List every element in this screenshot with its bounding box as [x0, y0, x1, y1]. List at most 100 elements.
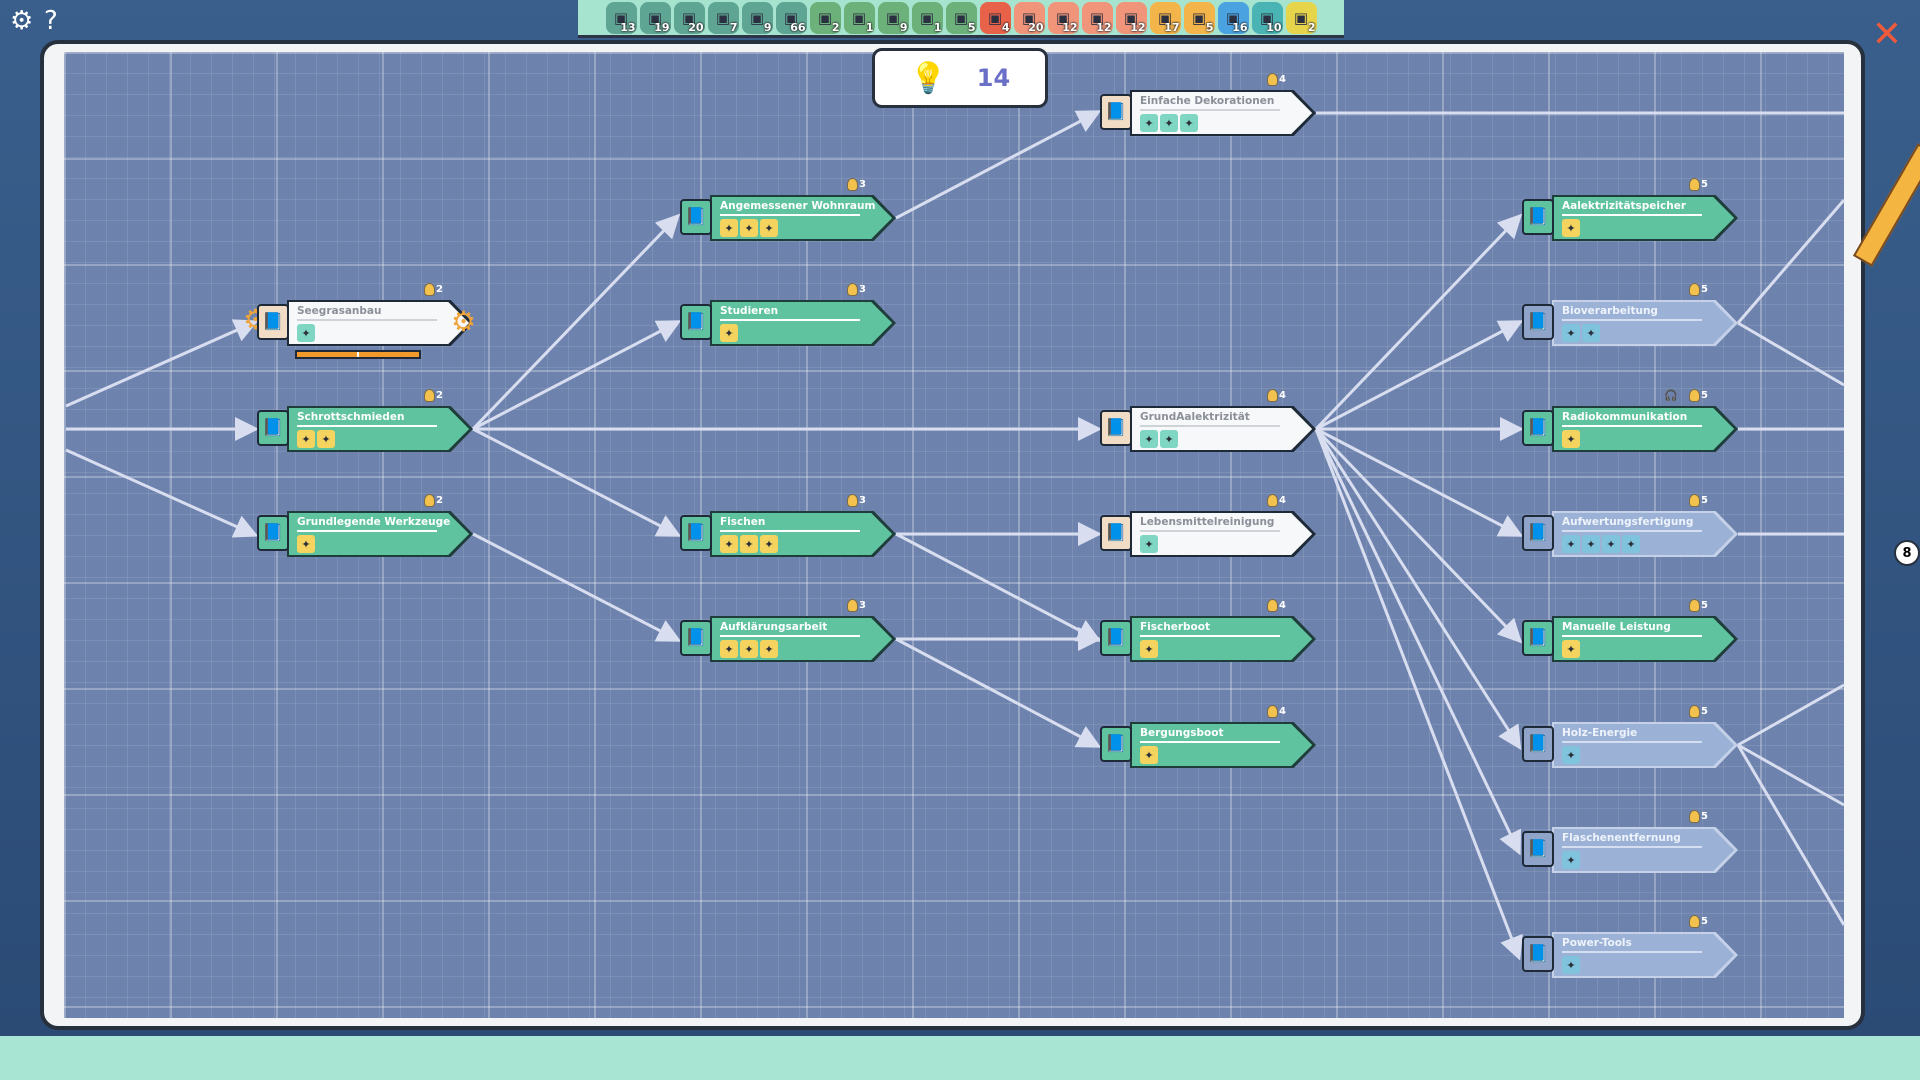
close-icon[interactable]: ✕	[1871, 14, 1902, 55]
tire-icon[interactable]: ▣9	[741, 1, 773, 34]
cost-value: 3	[859, 179, 866, 190]
gear-icon: ⚙	[451, 305, 477, 338]
research-book-icon: 📘	[680, 199, 712, 235]
research-book-icon: 📘	[1522, 515, 1554, 551]
node-body: Bioverarbeitung✦✦	[1552, 300, 1738, 346]
gear-icon[interactable]: ⚙	[10, 6, 34, 36]
research-node-studieren[interactable]: 📘Studieren✦3	[680, 283, 896, 346]
resource-glyph: ▣	[783, 8, 799, 27]
node-title: Bioverarbeitung	[1562, 305, 1658, 317]
resource-count: 12	[1096, 20, 1112, 34]
research-node-aalspeicher[interactable]: 📘Aalektrizitätspeicher✦5	[1522, 178, 1738, 241]
research-node-dekorationen[interactable]: 📘Einfache Dekorationen✦✦✦4	[1100, 73, 1316, 136]
sprayer-icon: ✦	[1602, 535, 1620, 553]
help-icon[interactable]: ?	[44, 6, 58, 36]
research-node-aufwertung[interactable]: 📘Aufwertungsfertigung✦✦✦✦5	[1522, 494, 1738, 557]
generator-icon: ✦	[1140, 430, 1158, 448]
divider	[1562, 425, 1702, 427]
node-body: Grundlegende Werkzeuge✦	[287, 511, 473, 557]
salad-icon[interactable]: ▣17	[1149, 1, 1181, 34]
research-cost: 2	[424, 389, 443, 402]
wood-icon[interactable]: ▣20	[673, 1, 705, 34]
research-node-powertools[interactable]: 📘Power-Tools✦5	[1522, 915, 1738, 978]
lightbulb-icon	[1689, 599, 1701, 612]
research-node-wohnraum[interactable]: 📘Angemessener Wohnraum✦✦✦3	[680, 178, 896, 241]
rope-icon[interactable]: ▣7	[707, 1, 739, 34]
wheat-icon[interactable]: ▣12	[1115, 1, 1147, 34]
plant-pot-icon[interactable]: ▣2	[1285, 1, 1317, 34]
research-node-bioverarbeitung[interactable]: 📘Bioverarbeitung✦✦5	[1522, 283, 1738, 346]
research-book-icon: 📘	[1100, 515, 1132, 551]
research-cost: 5	[1689, 915, 1708, 928]
node-body: Flaschenentfernung✦	[1552, 827, 1738, 873]
unlock-items: ✦✦✦	[1140, 114, 1198, 132]
tomato-icon[interactable]: ▣12	[1047, 1, 1079, 34]
canister-icon[interactable]: ▣5	[945, 1, 977, 34]
egg-icon[interactable]: ▣20	[1013, 1, 1045, 34]
research-cost: 5	[1689, 810, 1708, 823]
resource-glyph: ▣	[613, 8, 629, 27]
engine-icon[interactable]: ▣1	[843, 1, 875, 34]
research-node-grundaal[interactable]: 📘GrundAalektrizität✦✦4	[1100, 389, 1316, 452]
side-notification-badge[interactable]: 8	[1894, 540, 1920, 566]
research-node-radio[interactable]: 📘Radiokommunikation✦5🎧	[1522, 389, 1738, 452]
research-node-lebensmittel[interactable]: 📘Lebensmittelreinigung✦4	[1100, 494, 1316, 557]
cost-value: 5	[1701, 600, 1708, 611]
node-title: Power-Tools	[1562, 937, 1632, 949]
boat-icon: ✦	[1140, 640, 1158, 658]
house-icon: ✦	[740, 219, 758, 237]
lightbulb-icon	[1267, 389, 1279, 402]
cost-value: 3	[859, 495, 866, 506]
research-node-bergungsboot[interactable]: 📘Bergungsboot✦4	[1100, 705, 1316, 768]
resource-glyph: ▣	[1225, 8, 1241, 27]
research-node-flaschen[interactable]: 📘Flaschenentfernung✦ 5	[1522, 810, 1738, 873]
research-node-seegrasanbau[interactable]: 📘Seegrasanbau✦2⚙⚙	[243, 283, 477, 359]
research-node-fischen[interactable]: 📘Fischen✦✦✦3	[680, 494, 896, 557]
research-book-icon: 📘	[1522, 831, 1554, 867]
divider	[1562, 951, 1702, 953]
research-cost: 5	[1689, 494, 1708, 507]
water-icon[interactable]: ▣16	[1217, 1, 1249, 34]
research-node-fischerboot[interactable]: 📘Fischerboot✦4	[1100, 599, 1316, 662]
divider	[720, 530, 860, 532]
bike-generator-icon: ✦	[1562, 640, 1580, 658]
node-title: Angemessener Wohnraum	[720, 200, 876, 212]
lightbulb-icon	[1267, 599, 1279, 612]
resource-count: 12	[1130, 20, 1146, 34]
resource-glyph: ▣	[953, 8, 969, 27]
resource-glyph: ▣	[1157, 8, 1173, 27]
cleaner-icon: ✦	[1140, 535, 1158, 553]
divider	[1562, 530, 1702, 532]
scrap-icon[interactable]: ▣13	[605, 1, 637, 34]
research-cost: 4	[1267, 73, 1286, 86]
corn-icon[interactable]: ▣12	[1081, 1, 1113, 34]
research-book-icon: 📘	[257, 515, 289, 551]
cost-value: 2	[436, 390, 443, 401]
research-node-manuelle[interactable]: 📘Manuelle Leistung✦5	[1522, 599, 1738, 662]
cost-value: 5	[1701, 916, 1708, 927]
research-node-holz[interactable]: 📘Holz-Energie✦5	[1522, 705, 1738, 768]
lookout-icon: ✦	[720, 640, 738, 658]
unlock-items: ✦	[1562, 956, 1580, 974]
bowl-icon[interactable]: ▣5	[1183, 1, 1215, 34]
lightbulb-icon	[424, 389, 436, 402]
research-cost: 3	[847, 283, 866, 296]
resource-count: 1	[865, 20, 874, 34]
research-node-grundlegende[interactable]: 📘Grundlegende Werkzeuge✦ 2	[257, 494, 473, 557]
cable-icon[interactable]: ▣9	[877, 1, 909, 34]
coral-icon[interactable]: ▣19	[639, 1, 671, 34]
node-body: GrundAalektrizität✦✦	[1130, 406, 1316, 452]
parts-icon[interactable]: ▣66	[775, 1, 807, 34]
research-book-icon: 📘	[1522, 304, 1554, 340]
lamp-icon: ✦	[1582, 535, 1600, 553]
campfire-icon[interactable]: ▣4	[979, 1, 1011, 34]
research-node-aufklaerung[interactable]: 📘Aufklärungsarbeit✦✦✦3	[680, 599, 896, 662]
research-cost: 2	[424, 283, 443, 296]
fabric-icon[interactable]: ▣1	[911, 1, 943, 34]
battery-icon[interactable]: ▣2	[809, 1, 841, 34]
research-cost: 2	[424, 494, 443, 507]
research-cost: 3	[847, 599, 866, 612]
node-title: Studieren	[720, 305, 779, 317]
tools-icon[interactable]: ▣10	[1251, 1, 1283, 34]
research-node-schrottschmieden[interactable]: 📘Schrottschmieden✦✦2	[257, 389, 473, 452]
